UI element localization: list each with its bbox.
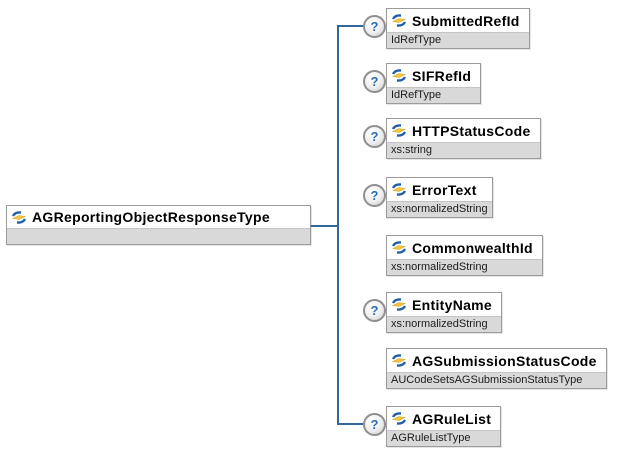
element-name: HTTPStatusCode [412,122,531,139]
element-node[interactable]: AGRuleList AGRuleListType [386,406,502,447]
element-row: ? EntityName xs:normalizedString [363,292,503,333]
element-icon [391,183,407,196]
element-type: xs:normalizedString [387,201,492,217]
element-row: ? SIFRefId IdRefType [363,63,482,104]
element-name: AGSubmissionStatusCode [412,352,597,369]
element-icon [11,210,27,224]
element-node[interactable]: CommonwealthId xs:normalizedString [386,235,543,276]
element-name: SIFRefId [412,67,472,84]
element-type: AUCodeSetsAGSubmissionStatusType [387,372,606,388]
element-type: xs:normalizedString [387,259,542,275]
question-mark-icon: ? [370,129,379,144]
optional-indicator[interactable]: ? [363,70,386,93]
indicator-spacer [363,348,386,371]
element-node[interactable]: HTTPStatusCode xs:string [386,118,541,159]
element-icon [391,354,407,367]
element-node[interactable]: SIFRefId IdRefType [386,63,482,104]
element-type: xs:string [387,142,540,158]
element-type: xs:normalizedString [387,316,502,332]
element-icon [391,241,407,254]
element-type: IdRefType [387,87,481,103]
root-node[interactable]: AGReportingObjectResponseType [6,205,311,245]
element-icon [391,298,407,311]
root-element-name: AGReportingObjectResponseType [32,209,270,225]
element-icon [391,412,407,425]
element-name: CommonwealthId [412,239,533,256]
question-mark-icon: ? [370,74,379,89]
element-row: ? SubmittedRefId IdRefType [363,8,530,49]
question-mark-icon: ? [370,188,379,203]
element-icon [391,69,407,82]
question-mark-icon: ? [370,417,379,432]
element-name: SubmittedRefId [412,12,520,29]
question-mark-icon: ? [370,303,379,318]
optional-indicator[interactable]: ? [363,184,386,207]
element-row: CommonwealthId xs:normalizedString [363,235,543,276]
element-type: AGRuleListType [387,430,501,446]
element-row: AGSubmissionStatusCode AUCodeSetsAGSubmi… [363,348,607,389]
optional-indicator[interactable]: ? [363,125,386,148]
question-mark-icon: ? [370,19,379,34]
element-node[interactable]: ErrorText xs:normalizedString [386,177,493,218]
element-name: AGRuleList [412,410,492,427]
element-icon [391,124,407,137]
element-icon [391,14,407,27]
element-name: EntityName [412,296,493,313]
element-row: ? AGRuleList AGRuleListType [363,406,502,447]
optional-indicator[interactable]: ? [363,15,386,38]
element-node[interactable]: EntityName xs:normalizedString [386,292,503,333]
element-node[interactable]: SubmittedRefId IdRefType [386,8,530,49]
optional-indicator[interactable]: ? [363,413,386,436]
element-node[interactable]: AGSubmissionStatusCode AUCodeSetsAGSubmi… [386,348,607,389]
element-name: ErrorText [412,181,477,198]
root-element-type [7,228,310,244]
optional-indicator[interactable]: ? [363,299,386,322]
element-row: ? ErrorText xs:normalizedString [363,177,493,218]
indicator-spacer [363,235,386,258]
element-type: IdRefType [387,32,529,48]
element-row: ? HTTPStatusCode xs:string [363,118,541,159]
